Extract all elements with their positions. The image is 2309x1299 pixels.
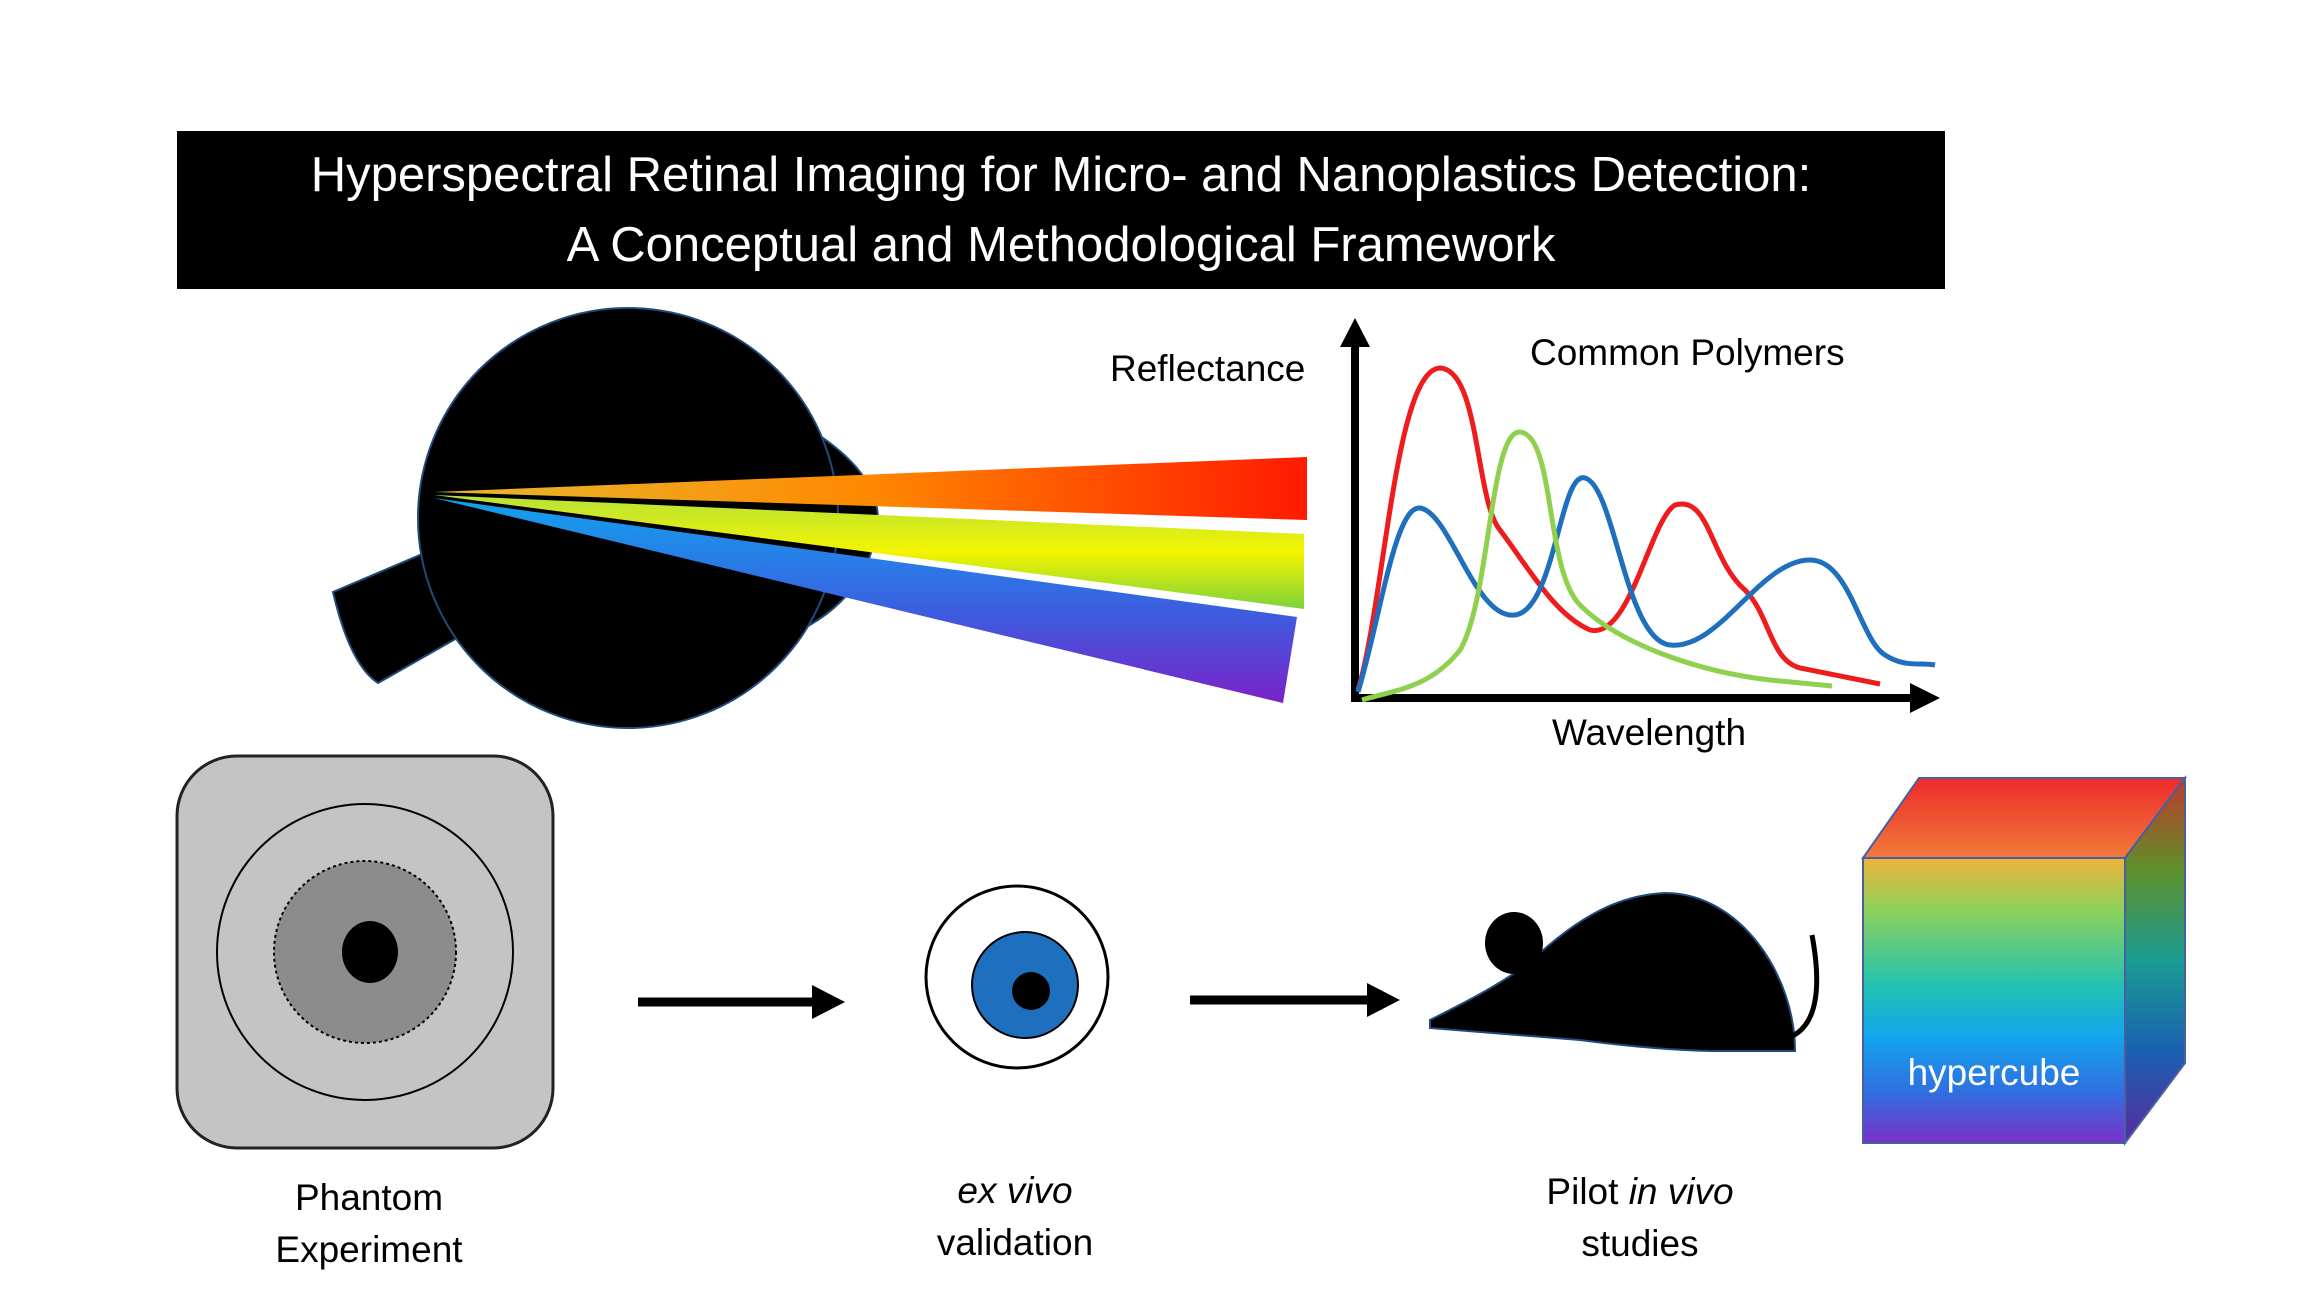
phantom-illustration xyxy=(175,754,555,1150)
in-vivo-caption-line-1: Pilot in vivo xyxy=(1500,1166,1780,1218)
cube-front xyxy=(1862,857,2126,1144)
phantom-caption-line-2: Experiment xyxy=(275,1229,463,1270)
phantom-core xyxy=(342,921,398,983)
spectrum-chart xyxy=(1340,318,1940,713)
in-vivo-caption-line-2: studies xyxy=(1581,1223,1699,1264)
series-blue-line xyxy=(1355,475,1936,693)
hypercube-label: hypercube xyxy=(1907,1052,2081,1093)
ex-vivo-caption: ex vivo validation xyxy=(895,1165,1135,1269)
mouse-body xyxy=(1429,891,1797,1052)
spectral-beams xyxy=(434,457,1307,703)
pupil xyxy=(1012,972,1050,1010)
title-banner: Hyperspectral Retinal Imaging for Micro-… xyxy=(177,131,1945,289)
mouse-ear xyxy=(1485,912,1543,974)
title-line-1: Hyperspectral Retinal Imaging for Micro-… xyxy=(310,148,1812,202)
in-vivo-caption: Pilot in vivo studies xyxy=(1500,1166,1780,1270)
title-line-2: A Conceptual and Methodological Framewor… xyxy=(566,218,1556,272)
x-axis-arrow-icon xyxy=(1910,683,1940,713)
mouse-icon xyxy=(1429,891,1820,1052)
phantom-caption: Phantom Experiment xyxy=(244,1172,494,1276)
y-axis-arrow-icon xyxy=(1340,318,1370,347)
ex-vivo-caption-line-1: ex vivo xyxy=(957,1170,1073,1211)
beam-blue xyxy=(434,498,1297,703)
in-vivo-italic: in vivo xyxy=(1628,1171,1734,1212)
hypercube-icon xyxy=(1861,775,2187,1146)
in-vivo-prefix: Pilot xyxy=(1546,1171,1629,1212)
mouse-tail xyxy=(1779,934,1820,1043)
ex-vivo-eye-illustration xyxy=(924,884,1110,1070)
arrow-1-icon xyxy=(638,985,845,1019)
ex-vivo-caption-line-2: validation xyxy=(936,1222,1094,1263)
y-axis-label: Reflectance xyxy=(1110,348,1306,389)
phantom-caption-line-1: Phantom xyxy=(294,1177,444,1218)
arrow-2-icon xyxy=(1190,983,1400,1017)
series-red-line xyxy=(1355,365,1881,691)
beam-yellow xyxy=(434,495,1304,609)
x-axis-label: Wavelength xyxy=(1552,712,1747,753)
beam-red xyxy=(434,457,1307,520)
series-green-line xyxy=(1361,429,1833,703)
legend-title: Common Polymers xyxy=(1530,332,1845,373)
